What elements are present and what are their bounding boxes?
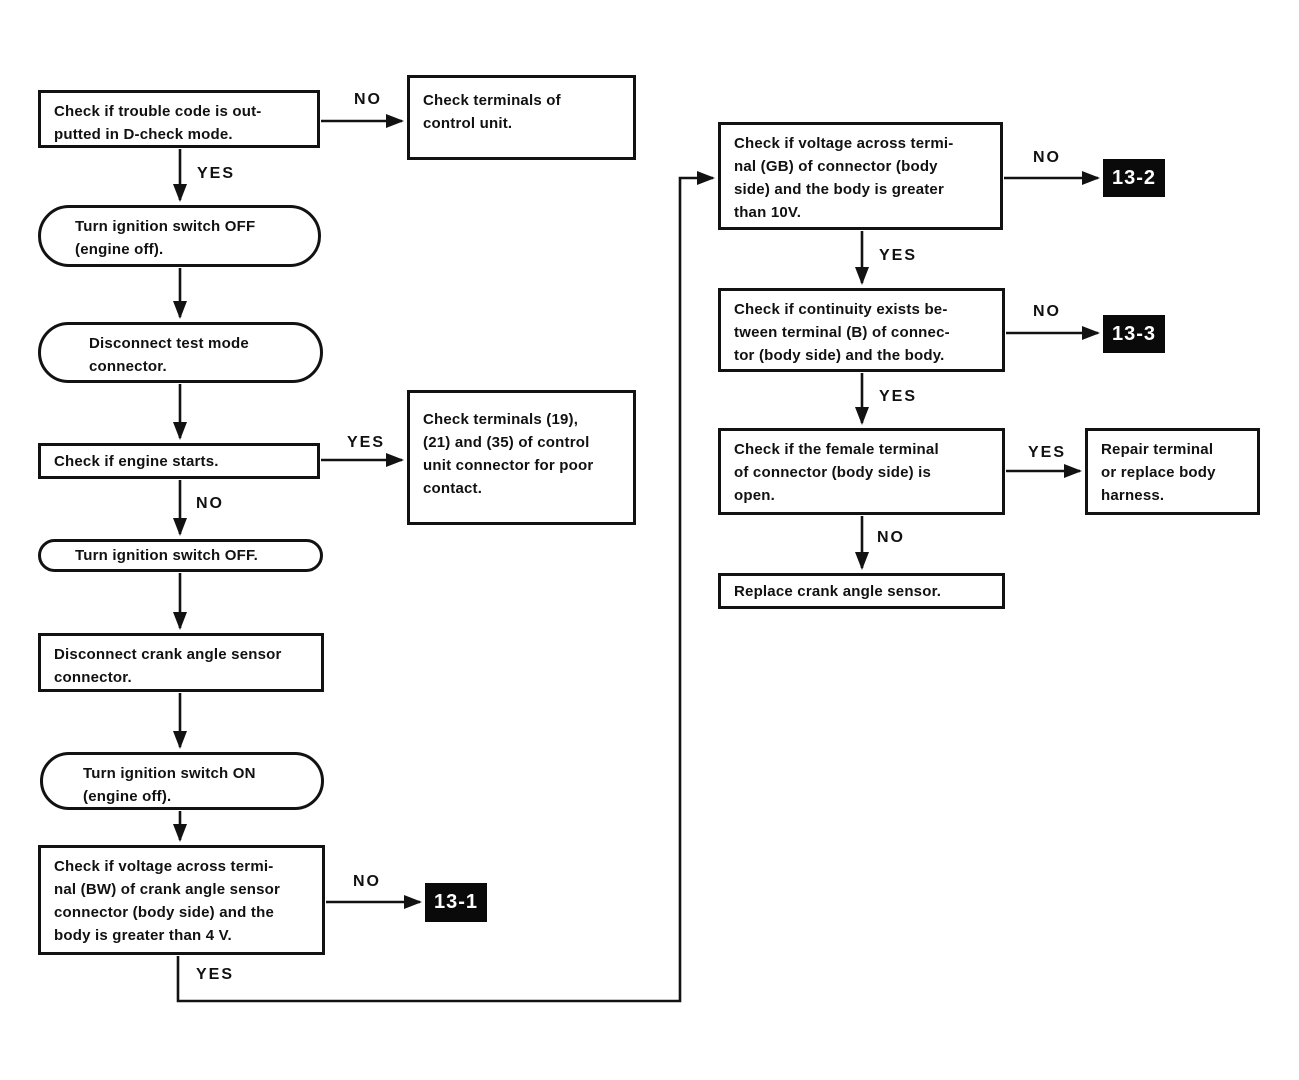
flow-box-check-terminals-19-21-35: Check terminals (19), (21) and (35) of c… (407, 390, 636, 525)
flow-box-engine-starts: Check if engine starts. (38, 443, 320, 479)
flow-box-disconnect-test-mode: Disconnect test mode connector. (38, 322, 323, 383)
edge-label-no: NO (877, 529, 905, 546)
flow-box-ignition-off-engine-off: Turn ignition switch OFF (engine off). (38, 205, 321, 267)
ref-badge-13-3: 13-3 (1103, 315, 1165, 353)
edge-label-no: NO (1033, 149, 1061, 166)
flow-box-continuity-b: Check if continuity exists be- tween ter… (718, 288, 1005, 372)
flow-box-repair-terminal: Repair terminal or replace body harness. (1085, 428, 1260, 515)
edge-label-no: NO (354, 91, 382, 108)
edge-label-yes: YES (347, 434, 386, 451)
edge-label-yes: YES (1028, 444, 1067, 461)
flow-box-voltage-gb: Check if voltage across termi- nal (GB) … (718, 122, 1003, 230)
arrow-voltage-bw-yes-long (176, 171, 715, 1003)
edge-label-yes: YES (879, 388, 918, 405)
edge-label-yes: YES (196, 966, 235, 983)
edge-label-yes: YES (879, 247, 918, 264)
ref-badge-13-1: 13-1 (425, 883, 487, 922)
flow-box-trouble-code: Check if trouble code is out- putted in … (38, 90, 320, 148)
edge-label-no: NO (353, 873, 381, 890)
flow-box-disconnect-crank-sensor: Disconnect crank angle sensor connector. (38, 633, 324, 692)
flow-box-ignition-off: Turn ignition switch OFF. (38, 539, 323, 572)
flow-box-ignition-on-engine-off: Turn ignition switch ON (engine off). (40, 752, 324, 810)
flow-box-voltage-bw: Check if voltage across termi- nal (BW) … (38, 845, 325, 955)
ref-badge-13-2: 13-2 (1103, 159, 1165, 197)
edge-label-yes: YES (197, 165, 236, 182)
edge-label-no: NO (1033, 303, 1061, 320)
flow-box-replace-crank-sensor: Replace crank angle sensor. (718, 573, 1005, 609)
flow-box-female-terminal-open: Check if the female terminal of connecto… (718, 428, 1005, 515)
edge-label-no: NO (196, 495, 224, 512)
flow-box-check-terminals-control-unit: Check terminals of control unit. (407, 75, 636, 160)
